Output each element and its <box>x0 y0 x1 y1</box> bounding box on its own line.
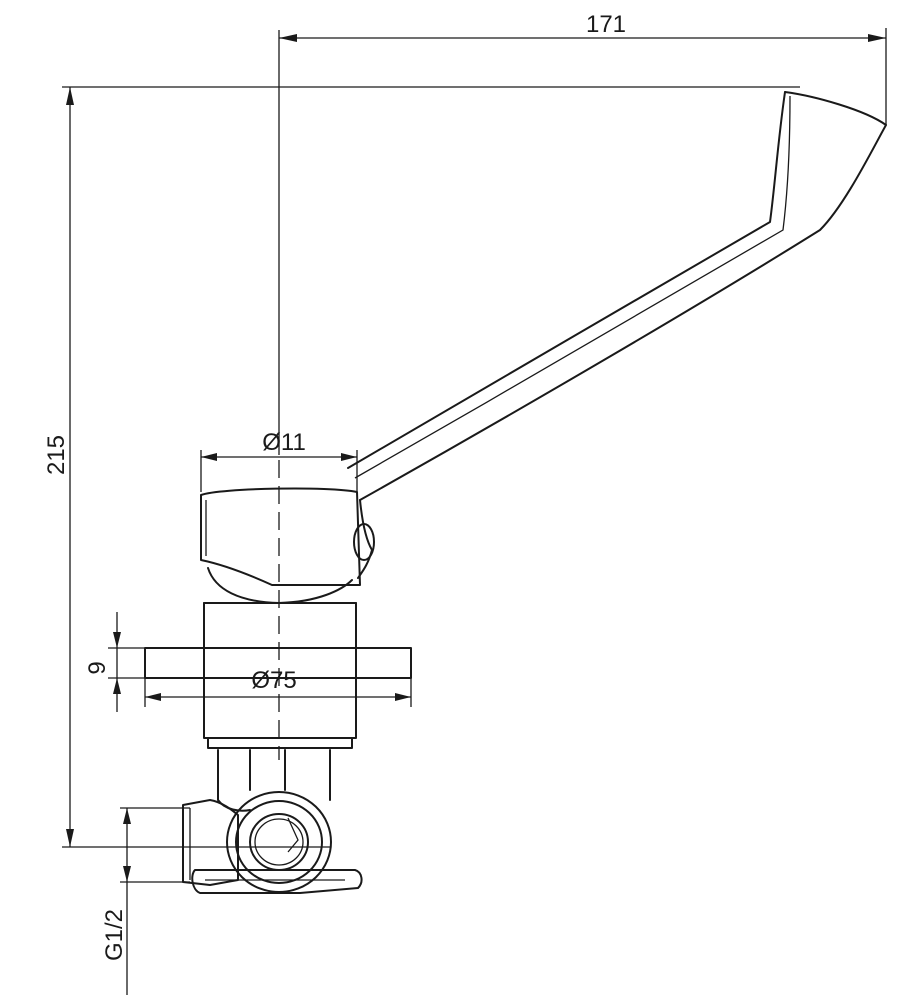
mixer-body <box>200 487 361 749</box>
thread-size-label: G1/2 <box>101 909 128 961</box>
height-dimension: 215 <box>43 86 800 848</box>
width-dimension-label: 171 <box>586 11 626 38</box>
flange-thickness-label: 9 <box>84 661 111 674</box>
handle-diameter-label: Ø11 <box>262 429 306 456</box>
flange-thickness-dimension: 9 <box>84 612 145 712</box>
thread-dimension: G1/2 <box>101 807 190 995</box>
flange-diameter-label: Ø75 <box>251 667 296 694</box>
lever-handle <box>347 91 887 579</box>
height-dimension-label: 215 <box>43 435 70 475</box>
width-dimension: 171 <box>279 11 887 125</box>
handle-cap-dimension: Ø11 <box>200 429 358 492</box>
connection-body <box>182 749 363 894</box>
flange: Ø75 <box>144 647 412 707</box>
